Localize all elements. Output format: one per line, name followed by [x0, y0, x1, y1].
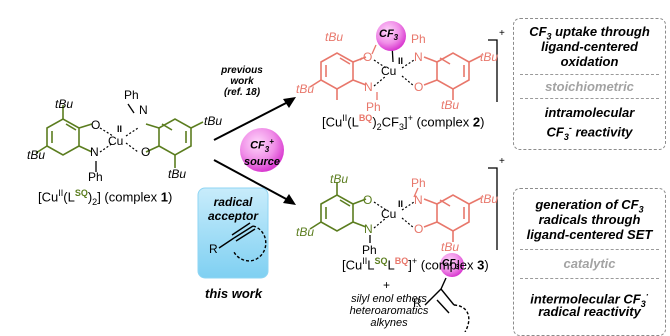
- oxygen-label: O: [363, 50, 373, 64]
- nitrogen-label: N: [139, 103, 148, 117]
- oxidation-state: II: [398, 56, 404, 66]
- divider: [520, 278, 659, 279]
- nitrogen-label: N: [90, 145, 99, 159]
- cf3-source-label: CF3+ source: [243, 137, 281, 168]
- copper-label: Cu: [381, 207, 397, 221]
- nitrogen-label: N: [364, 80, 373, 94]
- r-group-label: R: [209, 242, 218, 256]
- plus-sign: +: [383, 278, 391, 292]
- r-group-label: R: [413, 296, 422, 310]
- oxygen-label: O: [414, 222, 424, 236]
- phenyl-label: Ph: [411, 32, 426, 46]
- oxidation-state: II: [398, 199, 404, 209]
- panel-this-work: generation of CF3 radicals through ligan…: [513, 188, 666, 336]
- tbu-label: tBu: [296, 82, 315, 96]
- phenyl-label: Ph: [88, 170, 103, 184]
- complex-3-label: [CuIILSQLBQ]+ (complex 3): [342, 256, 489, 273]
- phenyl-label: Ph: [411, 176, 426, 190]
- panel-line: radical reactivity: [538, 304, 641, 319]
- tbu-label: tBu: [480, 192, 499, 206]
- panel-line: intramolecular: [544, 105, 635, 120]
- copper-label: Cu: [108, 134, 124, 148]
- oxygen-label: O: [363, 193, 373, 207]
- panel-line: oxidation: [560, 54, 619, 69]
- reaction-arrows: [213, 97, 296, 205]
- tbu-label: tBu: [441, 98, 460, 112]
- nitrogen-label: N: [414, 193, 423, 207]
- charge-label: +: [499, 28, 505, 39]
- panel-line: catalytic: [563, 256, 616, 271]
- tbu-label: tBu: [330, 172, 349, 186]
- cf3-ball-complex-2: [376, 21, 406, 51]
- radical-acceptor-box: [197, 187, 269, 279]
- copper-label: Cu: [381, 64, 397, 78]
- tbu-label: tBu: [168, 167, 187, 181]
- phenyl-label: Ph: [124, 88, 139, 102]
- alkyne-drawing: [218, 222, 267, 262]
- tbu-label: tBu: [55, 97, 74, 111]
- complex-3-structure: [309, 182, 482, 242]
- panel-line: generation of CF3: [535, 197, 644, 215]
- cf3-label: CF3: [379, 28, 399, 43]
- panel-line: ligand-centered: [541, 39, 638, 54]
- panel-line: intermolecular CF3·: [530, 290, 649, 309]
- panel-line: ligand-centered SET: [526, 227, 653, 242]
- this-work-label: this work: [205, 286, 263, 301]
- phenyl-label: Ph: [366, 100, 381, 114]
- nitrogen-label: N: [414, 50, 423, 64]
- complex-2-structure: [309, 52, 482, 100]
- complex-1-cu-bonds: [99, 127, 139, 153]
- tbu-label: tBu: [296, 225, 315, 239]
- cf3-ball-product: [440, 253, 464, 277]
- divider: [520, 249, 659, 250]
- cf3-source-ball: [240, 128, 284, 172]
- divider: [520, 74, 659, 75]
- divider: [520, 98, 659, 99]
- tbu-label: tBu: [325, 30, 344, 44]
- panel-line: radicals through: [538, 212, 641, 227]
- oxygen-label: O: [414, 80, 424, 94]
- tbu-label: tBu: [27, 148, 46, 162]
- complex-2-label: [CuII(LBQ)2CF3]+ (complex 2): [322, 113, 485, 132]
- oxidation-state: II: [117, 124, 123, 134]
- complex-1-structure: [35, 105, 204, 168]
- panel-previous-work: CF3 uptake through ligand-centered oxida…: [513, 18, 666, 150]
- panel-line: stoichiometric: [545, 79, 634, 94]
- tbu-label: tBu: [441, 240, 460, 254]
- oxygen-label: O: [141, 145, 151, 159]
- tbu-label: tBu: [204, 114, 223, 128]
- complex-1-label: [CuII(LSQ)2] (complex 1): [38, 188, 173, 207]
- cf3-product-drawing: [424, 277, 470, 332]
- charge-label: +: [499, 156, 505, 167]
- nitrogen-label: N: [364, 222, 373, 236]
- phenyl-label: Ph: [362, 243, 377, 257]
- cf3-label: CF3: [442, 258, 460, 271]
- tbu-label: tBu: [480, 50, 499, 64]
- panel-line: CF3- reactivity: [546, 123, 633, 142]
- panel-line: CF3 uptake through: [529, 24, 650, 42]
- oxygen-label: O: [91, 118, 101, 132]
